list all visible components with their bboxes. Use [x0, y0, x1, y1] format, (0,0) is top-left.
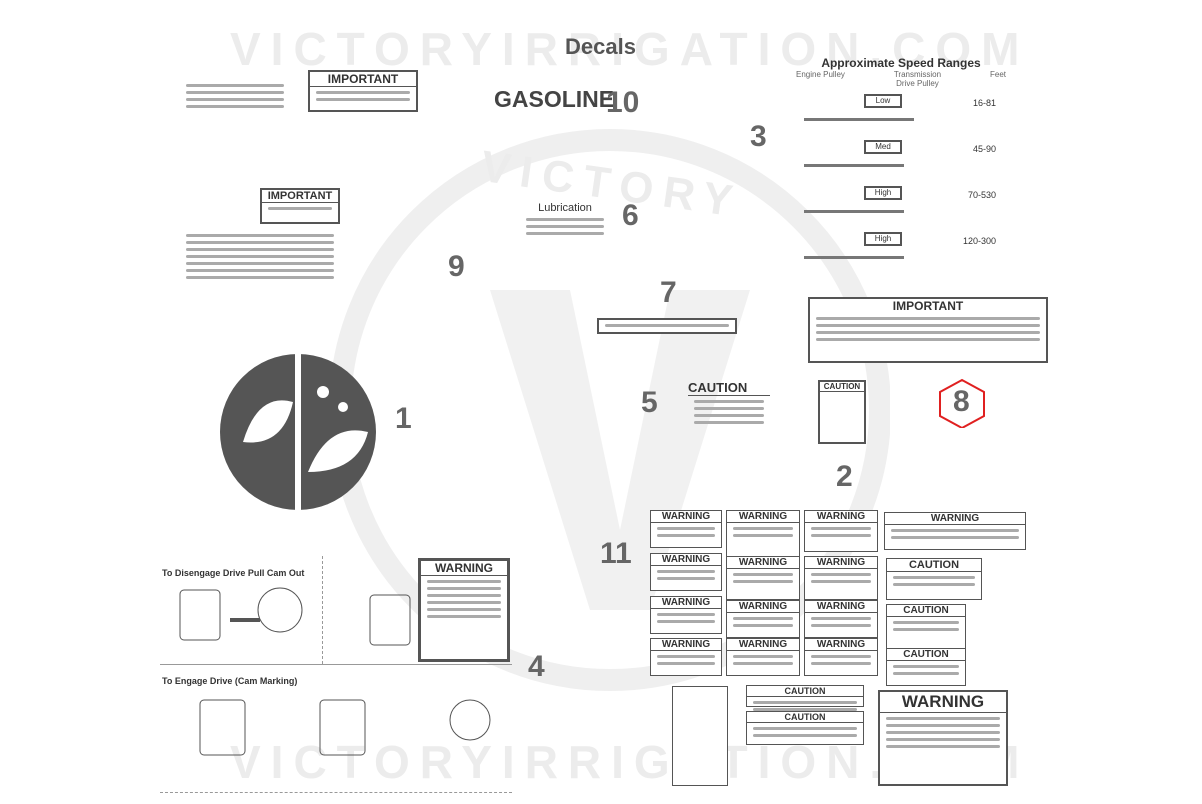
label-heading: CAUTION [887, 605, 965, 617]
drive-illustrations [179, 587, 491, 756]
decal-1-leaf-logo [220, 354, 376, 510]
callout-1: 1 [395, 402, 412, 435]
decal-4-engage-drive: To Disengage Drive Pull Cam Out To Engag… [160, 556, 512, 793]
col-header: Engine Pulley [796, 70, 845, 79]
disengage-heading: To Disengage Drive Pull Cam Out [162, 568, 305, 578]
label-heading: CAUTION [887, 559, 981, 572]
speed-value: 70-530 [967, 190, 996, 200]
speed-value: 45-90 [972, 144, 996, 154]
label-heading: WARNING [651, 554, 721, 566]
decal-label: WARNING [726, 556, 800, 600]
callout-8: 8 [953, 385, 970, 418]
speed-label: High [864, 232, 902, 246]
warning-big-decal: WARNING [878, 690, 1008, 786]
callout-5: 5 [641, 386, 658, 419]
decal-label: WARNING [650, 596, 722, 634]
label-heading: WARNING [727, 511, 799, 523]
label-heading: WARNING [885, 513, 1025, 525]
label-heading: WARNING [805, 601, 877, 613]
speed-row: High 70-530 [796, 186, 1006, 232]
important-heading: IMPORTANT [310, 72, 416, 87]
label-heading: WARNING [651, 511, 721, 523]
label-heading: WARNING [805, 557, 877, 569]
callout-10: 10 [606, 86, 640, 119]
decal-label: CAUTION [886, 648, 966, 686]
col-header: Feet [989, 70, 1006, 79]
label-heading: WARNING [651, 597, 721, 609]
warning-decal: WARNING [418, 558, 510, 662]
decal-8-important: IMPORTANT [808, 297, 1048, 363]
callout-2: 2 [836, 460, 853, 493]
warning-heading: WARNING [880, 692, 1006, 713]
decal-label: WARNING [726, 600, 800, 638]
caution-heading: CAUTION [688, 380, 770, 396]
speed-label: Low [864, 94, 902, 108]
decal-7-strip [597, 318, 737, 334]
caution-heading: CAUTION [820, 382, 864, 392]
important-heading: IMPORTANT [262, 190, 338, 203]
label-heading: WARNING [805, 511, 877, 523]
col-header: Transmission Drive Pulley [893, 70, 942, 88]
engage-heading: To Engage Drive (Cam Marking) [162, 676, 298, 686]
vertical-caution-decal [672, 686, 728, 786]
speed-label: Med [864, 140, 902, 154]
decal-label: WARNING [726, 638, 800, 676]
label-heading: WARNING [727, 639, 799, 651]
speed-label: High [864, 186, 902, 200]
decal-10-gasoline: GASOLINE [494, 86, 615, 112]
decal-label: WARNING [884, 512, 1026, 550]
decal-label: WARNING [804, 510, 878, 552]
callout-7: 7 [660, 276, 677, 309]
lubrication-heading: Lubrication [538, 202, 592, 214]
label-heading: WARNING [727, 557, 799, 569]
speed-row: Med 45-90 [796, 140, 1006, 186]
callout-4: 4 [528, 650, 545, 683]
watermark-top: VICTORYIRRIGATION.COM [230, 23, 1030, 75]
decal-2-caution: CAUTION [818, 380, 866, 444]
speed-value: 16-81 [972, 98, 996, 108]
decal-label: WARNING [804, 638, 878, 676]
callout-6: 6 [622, 199, 639, 232]
label-heading: WARNING [727, 601, 799, 613]
label-heading: CAUTION [887, 649, 965, 661]
callout-9: 9 [448, 250, 465, 283]
decal-label: CAUTION [886, 558, 982, 600]
important-heading: IMPORTANT [892, 299, 964, 313]
decal-label: CAUTION [746, 711, 864, 745]
decal-3-speed-ranges: Approximate Speed Ranges Engine Pulley T… [796, 56, 1006, 278]
callout-3: 3 [750, 120, 767, 153]
decal-label: WARNING [804, 600, 878, 638]
callout-11: 11 [600, 537, 632, 570]
decal-label: WARNING [650, 510, 722, 548]
speed-row: Low 16-81 [796, 94, 1006, 140]
warning-heading: WARNING [421, 561, 507, 576]
decal-label: CAUTION [746, 685, 864, 711]
decal-label: WARNING [726, 510, 800, 560]
decal-label: WARNING [650, 553, 722, 591]
decal-9: IMPORTANT IMPORTANT [180, 70, 420, 320]
label-heading: CAUTION [747, 686, 863, 697]
decal-11-warning-set: WARNING WARNING WARNING WARNING WARNING WARNI… [648, 510, 1026, 790]
decal-label: CAUTION [886, 604, 966, 652]
label-heading: WARNING [805, 639, 877, 651]
label-heading: CAUTION [747, 712, 863, 723]
decal-label: WARNING [650, 638, 722, 676]
decal-label: WARNING [804, 556, 878, 600]
label-heading: WARNING [651, 639, 721, 651]
speed-title: Approximate Speed Ranges [821, 56, 981, 70]
callout-8-hexagon-highlight [939, 378, 985, 428]
decal-6-lubrication: Lubrication [520, 202, 610, 239]
speed-row: High 120-300 [796, 232, 1006, 278]
speed-value: 120-300 [962, 236, 996, 246]
decal-5-caution: CAUTION [688, 380, 770, 428]
page-title: Decals [565, 34, 636, 59]
